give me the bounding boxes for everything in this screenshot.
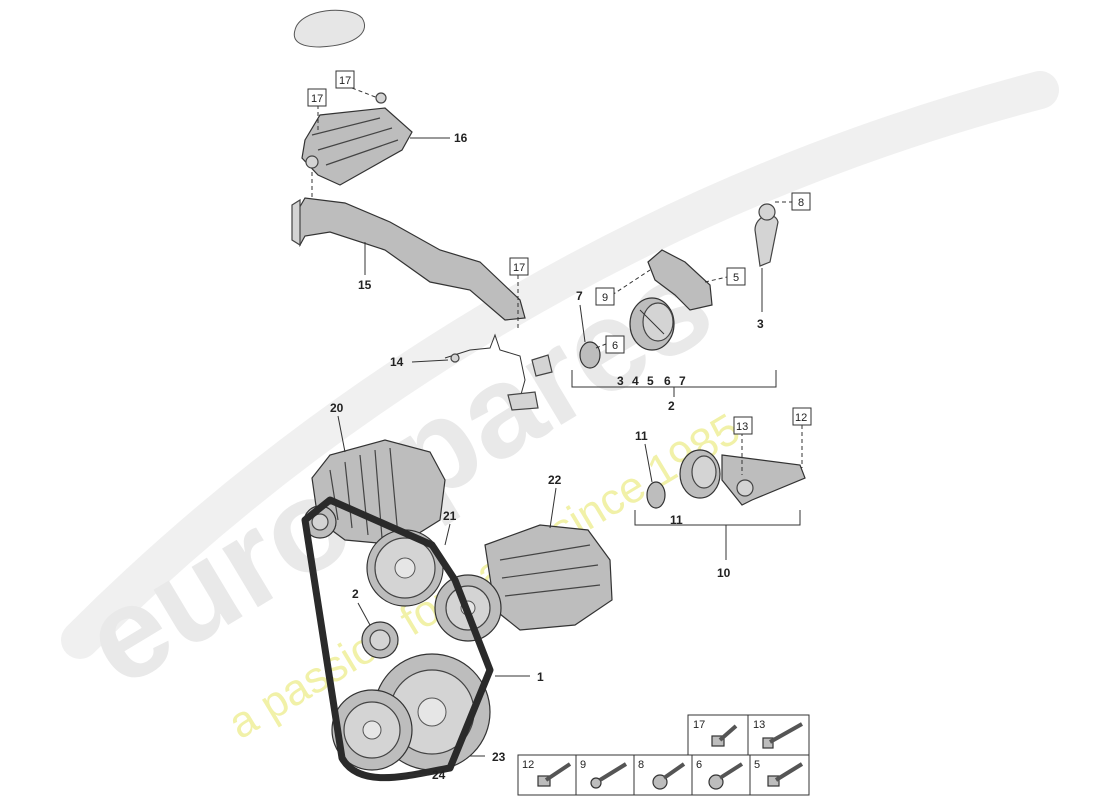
callout-4: 4 [632,374,639,388]
part-7-cap [579,341,601,369]
callout-11-top: 11 [635,429,648,443]
callout-21: 21 [443,509,457,523]
fastener-cell-17: 17 [693,719,705,731]
bolt-5-icon [767,762,804,787]
bolt-13-icon [762,722,803,749]
fastener-cell-5: 5 [754,759,760,771]
part-15-crossmember [291,197,526,321]
callout-16: 16 [454,131,468,145]
fastener-cell-9: 9 [580,759,586,771]
watermark: eurospares a passion for parts since 198… [59,71,1059,749]
part-3-tensioner [647,203,779,311]
boxed-ref-5: 5 [733,272,739,284]
part-4-pulley [629,297,675,351]
part-16-bracket [301,92,413,186]
callout-2-bottom: 2 [352,587,359,601]
fastener-cell-12: 12 [522,759,534,771]
boxed-refs: 17 17 17 8 5 9 6 13 12 [307,70,812,435]
part-22-compressor [434,524,613,642]
callout-24: 24 [432,768,446,782]
part-24-damper-pulley [331,689,413,771]
boxed-ref-8: 8 [798,197,804,209]
part-14-bracket [444,333,553,411]
fastener-cell-8: 8 [638,759,644,771]
callout-20: 20 [330,401,344,415]
boxed-ref-12: 12 [795,412,807,424]
boxed-ref-17-c: 17 [513,262,525,274]
callout-23: 23 [492,750,506,764]
callout-3-range: 3 [617,374,624,388]
part-21-pulley [366,529,444,607]
callout-15: 15 [358,278,372,292]
callout-7-range: 7 [679,374,686,388]
callout-11-range: 11 [670,513,683,527]
boxed-ref-9: 9 [602,292,608,304]
leader-lines [311,87,803,776]
callout-5-range: 5 [647,374,654,388]
callouts: 16 15 14 7 3 3 4 5 6 7 2 11 11 10 20 22 … [330,131,764,782]
boxed-ref-13: 13 [736,421,748,433]
part-20-alternator [303,439,446,546]
part-10-idler-assembly [646,449,806,509]
bolt-17-icon [711,724,738,747]
callout-7-top: 7 [576,289,583,303]
callout-6-range: 6 [664,374,671,388]
fastener-cell-13: 13 [753,719,765,731]
fastener-table: 17 13 12 9 8 6 5 [517,714,810,796]
callout-10: 10 [717,566,731,580]
callout-3-top: 3 [757,317,764,331]
part-1-belt [301,496,494,782]
callout-2-top: 2 [668,399,675,413]
callout-14: 14 [390,355,404,369]
boxed-ref-17-a: 17 [339,75,351,87]
boxed-ref-6: 6 [612,340,618,352]
callout-1: 1 [537,670,544,684]
bolt-9-icon [590,762,628,789]
callout-22: 22 [548,473,562,487]
bolt-6-icon [708,762,744,790]
boxed-ref-17-b: 17 [311,93,323,105]
part-2-idler [361,621,399,659]
cap-part [293,9,366,48]
bolt-8-icon [652,762,686,790]
bolt-12-icon [537,762,572,787]
fastener-cell-6: 6 [696,759,702,771]
